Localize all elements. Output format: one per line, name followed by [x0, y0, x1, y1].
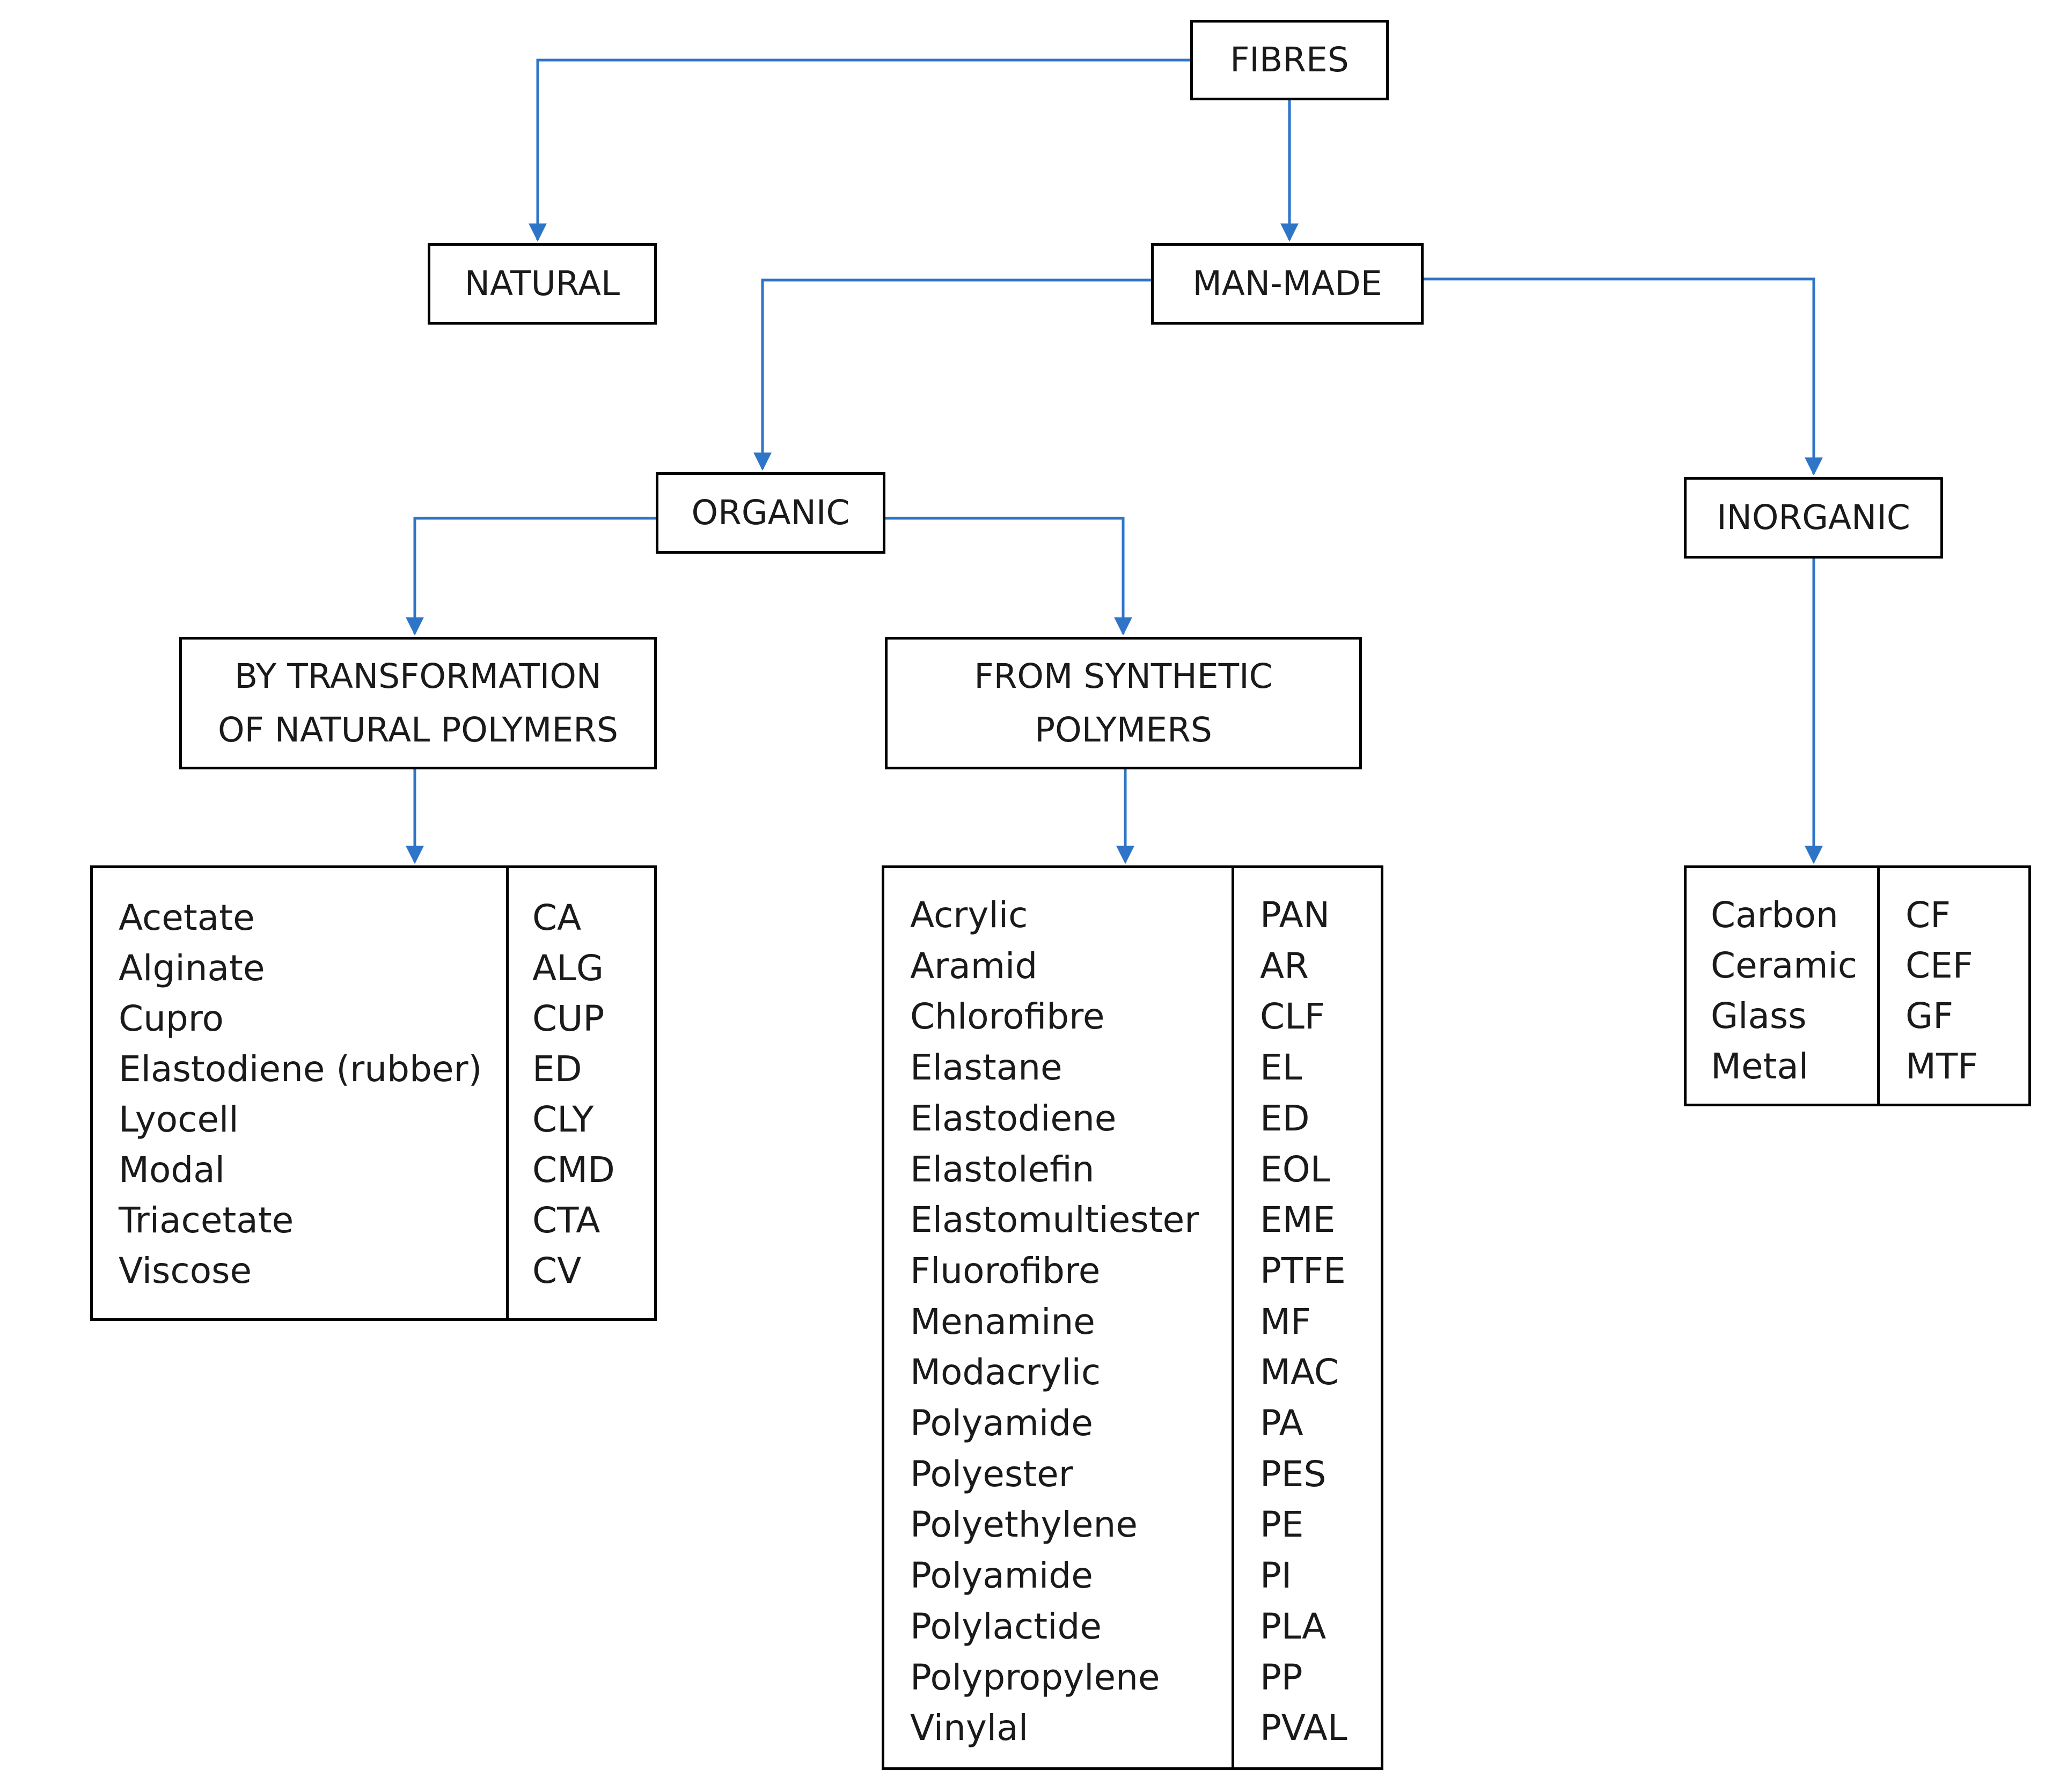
fibre-code-cmd: CMD: [532, 1149, 615, 1191]
fibre-code-pa: PA: [1260, 1402, 1303, 1444]
fibre-name-acrylic: Acrylic: [910, 894, 1028, 936]
fibre-code-ar: AR: [1260, 945, 1309, 987]
fibre-name-polyester: Polyester: [910, 1453, 1073, 1495]
fibre-code-pla: PLA: [1260, 1606, 1327, 1647]
inorganic-node: INORGANIC: [1684, 477, 1943, 559]
fibre-code-pe: PE: [1260, 1504, 1304, 1545]
fibre-code-alg: ALG: [532, 948, 604, 989]
fibres-label: FIBRES: [1230, 40, 1349, 79]
fibre-code-clf: CLF: [1260, 996, 1325, 1037]
fibre-code-eol: EOL: [1260, 1149, 1330, 1190]
fibre-code-cf: CF: [1906, 894, 1951, 936]
man-made-node: MAN-MADE: [1151, 243, 1424, 325]
natural-label: NATURAL: [464, 264, 620, 303]
fibre-code-cly: CLY: [532, 1099, 594, 1140]
fibre-code-cup: CUP: [532, 998, 605, 1039]
fibre-name-viscose: Viscose: [119, 1250, 252, 1291]
fibre-code-cta: CTA: [532, 1200, 600, 1241]
fibre-code-gf: GF: [1906, 995, 1954, 1037]
transformation-label-line-2: OF NATURAL POLYMERS: [218, 710, 618, 750]
fibre-name-acetate: Acetate: [119, 897, 255, 938]
man-made-label: MAN-MADE: [1192, 264, 1382, 303]
fibre-code-cv: CV: [532, 1250, 582, 1291]
fibre-name-polyamide: Polyamide: [910, 1402, 1093, 1444]
fibre-code-mac: MAC: [1260, 1352, 1339, 1393]
synthetic-label-line-1: FROM SYNTHETIC: [974, 656, 1273, 696]
fibre-name-elastodiene-rubber: Elastodiene (rubber): [119, 1048, 482, 1090]
fibre-name-modal: Modal: [119, 1149, 225, 1191]
fibre-code-mtf: MTF: [1906, 1046, 1978, 1087]
fibre-name-alginate: Alginate: [119, 948, 265, 989]
inorganic-label: INORGANIC: [1717, 498, 1910, 537]
fibre-name-elastomultiester: Elastomultiester: [910, 1199, 1199, 1240]
fibre-name-modacrylic: Modacrylic: [910, 1352, 1101, 1393]
fibre-code-cef: CEF: [1906, 945, 1973, 986]
fibre-name-ceramic: Ceramic: [1711, 945, 1858, 986]
fibre-name-vinylal: Vinylal: [910, 1707, 1029, 1749]
fibre-name-elastolefin: Elastolefin: [910, 1149, 1095, 1190]
fibres-node: FIBRES: [1190, 20, 1389, 100]
fibre-code-pi: PI: [1260, 1555, 1292, 1596]
fibre-name-polypropylene: Polypropylene: [910, 1657, 1160, 1698]
fibre-name-menamine: Menamine: [910, 1301, 1095, 1342]
fibre-code-pval: PVAL: [1260, 1707, 1347, 1749]
connector-organic-transformation: [406, 517, 656, 636]
fibre-code-ptfe: PTFE: [1260, 1250, 1346, 1291]
fibre-code-pes: PES: [1260, 1453, 1327, 1495]
fibre-name-triacetate: Triacetate: [119, 1200, 294, 1241]
fibre-code-ed: ED: [532, 1048, 582, 1090]
fibre-code-pan: PAN: [1260, 894, 1330, 936]
natural-polymers-codes: CA ALG CUP ED CLY CMD CTA CV: [509, 868, 654, 1318]
fibre-name-polyamide: Polyamide: [910, 1555, 1093, 1596]
fibre-name-metal: Metal: [1711, 1046, 1809, 1087]
inorganic-codes: CF CEF GF MTF: [1880, 868, 2028, 1104]
synthetic-label: FROM SYNTHETIC POLYMERS: [974, 650, 1272, 757]
synthetic-label-line-2: POLYMERS: [1035, 710, 1212, 750]
transformation-node: BY TRANSFORMATION OF NATURAL POLYMERS: [179, 637, 657, 769]
fibre-name-polyethylene: Polyethylene: [910, 1504, 1138, 1545]
fibre-name-polylactide: Polylactide: [910, 1606, 1102, 1647]
connector-fibres-natural: [529, 58, 1190, 242]
fibre-code-pp: PP: [1260, 1657, 1303, 1698]
connector-man-made-organic: [753, 278, 1151, 471]
fibre-name-chlorofibre: Chlorofibre: [910, 996, 1105, 1037]
fibre-name-carbon: Carbon: [1711, 894, 1838, 936]
fibre-name-fluorofibre: Fluorofibre: [910, 1250, 1101, 1291]
natural-node: NATURAL: [428, 243, 657, 325]
transformation-label: BY TRANSFORMATION OF NATURAL POLYMERS: [218, 650, 618, 757]
synthetic-polymers-codes: PAN AR CLF EL ED EOL EME PTFE MF MAC PA PES PE PI PLA P…: [1234, 868, 1381, 1767]
fibre-name-glass: Glass: [1711, 995, 1807, 1037]
fibre-code-ca: CA: [532, 897, 582, 938]
transformation-label-line-1: BY TRANSFORMATION: [234, 656, 602, 696]
fibre-name-lyocell: Lyocell: [119, 1099, 239, 1140]
connector-man-made-inorganic: [1424, 277, 1823, 476]
synthetic-node: FROM SYNTHETIC POLYMERS: [885, 637, 1362, 769]
organic-label: ORGANIC: [691, 493, 850, 532]
fibre-name-elastodiene: Elastodiene: [910, 1098, 1117, 1139]
fibre-name-elastane: Elastane: [910, 1047, 1062, 1088]
fibre-code-ed: ED: [1260, 1098, 1310, 1139]
fibre-code-mf: MF: [1260, 1301, 1311, 1342]
fibre-name-aramid: Aramid: [910, 945, 1038, 987]
connector-organic-synthetic: [885, 517, 1132, 636]
fibre-code-el: EL: [1260, 1047, 1302, 1088]
fibre-code-eme: EME: [1260, 1199, 1336, 1240]
organic-node: ORGANIC: [656, 472, 885, 554]
fibre-name-cupro: Cupro: [119, 998, 224, 1039]
